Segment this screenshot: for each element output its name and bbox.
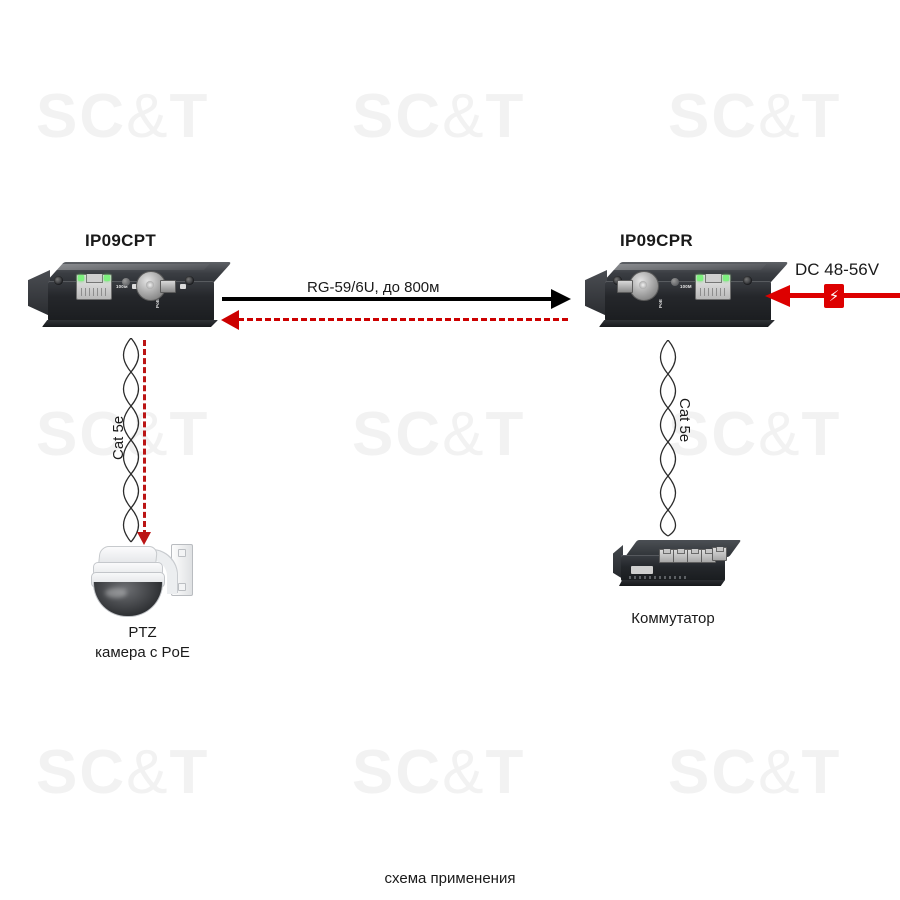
watermark-logo: SC&T — [668, 82, 842, 151]
network-switch-icon — [613, 540, 742, 598]
panel-screw — [185, 276, 194, 285]
led-indicator-square — [132, 283, 138, 289]
device-mount-foot — [599, 320, 775, 327]
watermark-logo: SC&T — [36, 738, 210, 807]
watermark-logo: SC&T — [352, 400, 526, 469]
switch-base — [619, 580, 725, 586]
watermark-logo: SC&T — [352, 82, 526, 151]
page-caption: схема применения — [384, 870, 516, 887]
switch-left-side — [613, 545, 623, 579]
watermark-logo: SC&T — [36, 82, 210, 151]
act-led-green — [104, 275, 110, 281]
bnc-connector[interactable] — [617, 271, 659, 301]
bnc-barrel — [160, 280, 176, 293]
switch-port[interactable] — [673, 549, 688, 563]
bnc-connector[interactable] — [136, 271, 176, 301]
ptz-dome-camera-icon — [83, 538, 193, 624]
link-led-green — [697, 275, 703, 281]
bnc-center-pin — [146, 281, 154, 289]
port-label-100m: 100M — [680, 284, 692, 289]
power-arrowhead — [765, 285, 790, 307]
bnc-center-pin — [639, 281, 647, 289]
device-top-gloss — [54, 264, 210, 270]
device-top-gloss — [611, 264, 767, 270]
coax-forward-arrowhead — [551, 289, 571, 309]
panel-screw — [743, 276, 752, 285]
watermark-logo: SC&T — [352, 738, 526, 807]
switch-port[interactable] — [712, 547, 727, 561]
camera-label-line1: PTZ — [128, 624, 157, 641]
camera-label-line2: камера с PoE — [95, 644, 190, 661]
poe-power-dashed-line-left — [143, 340, 146, 536]
camera-dome-glint — [105, 588, 127, 598]
device-mount-foot — [42, 320, 218, 327]
switch-port[interactable] — [659, 549, 674, 563]
watermark-logo: SC&T — [36, 400, 210, 469]
panel-screw — [54, 276, 63, 285]
led-indicator-square — [180, 283, 186, 289]
lightning-bolt-icon: ⚡ — [824, 284, 844, 308]
coax-return-arrowhead — [221, 310, 239, 330]
power-line — [790, 293, 900, 298]
port-label-100m: 100M — [116, 284, 128, 289]
switch-label: Коммутатор — [631, 610, 715, 627]
coax-forward-line — [222, 297, 552, 301]
watermark-logo: SC&T — [668, 400, 842, 469]
camera-dome — [93, 582, 163, 617]
twisted-pair-cable-left — [122, 338, 140, 543]
device-label-receiver: IP09CPR — [620, 231, 693, 250]
device-ip09cpr[interactable]: 100M 10M PoE — [585, 262, 790, 332]
coax-return-dashed-line — [238, 318, 568, 321]
watermark-logo: SC&T — [668, 738, 842, 807]
poe-status-led — [122, 278, 130, 286]
switch-brand-plate — [631, 566, 653, 574]
coax-link-label: RG-59/6U, до 800м — [307, 279, 440, 296]
device-left-side — [585, 270, 607, 316]
poe-status-led — [671, 278, 679, 286]
cat5e-label-right: Cat 5e — [676, 398, 693, 443]
switch-silkscreen-strip — [629, 576, 689, 579]
device-label-transmitter: IP09CPT — [85, 231, 157, 250]
device-front-panel: 100M 10M PoE — [48, 281, 214, 321]
twisted-pair-cable-right — [659, 340, 677, 537]
device-ip09cpt[interactable]: 100M 10M PoE — [28, 262, 233, 332]
link-led-green — [78, 275, 84, 281]
switch-port[interactable] — [687, 549, 702, 563]
cat5e-label-left: Cat 5e — [110, 415, 127, 460]
power-input-label: DC 48-56V — [795, 260, 880, 279]
bnc-barrel — [617, 280, 633, 293]
poe-power-arrowhead-left — [137, 532, 151, 545]
device-left-side — [28, 270, 50, 316]
act-led-green — [723, 275, 729, 281]
